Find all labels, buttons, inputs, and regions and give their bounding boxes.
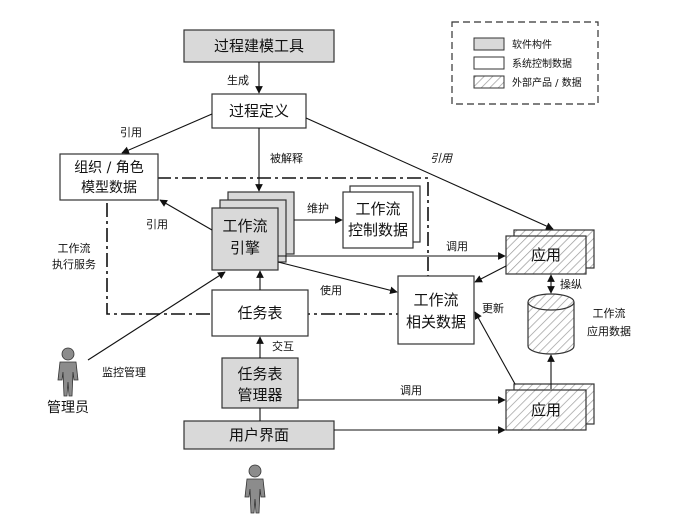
workflow-engine-label-line1: 工作流 (222, 217, 267, 235)
application-top: 应用 (505, 229, 595, 275)
edge-label-operate: 操纵 (560, 277, 582, 291)
edge-label-invoke-bottom: 调用 (400, 384, 422, 397)
app-top-label: 应用 (531, 246, 561, 264)
worklist-box (211, 289, 309, 337)
cylinder-body (527, 302, 575, 355)
app-bottom-box (505, 389, 587, 431)
legend-swatch-software (473, 37, 505, 51)
legend: 软件构件 系统控制数据 外部产品 / 数据 (451, 21, 599, 105)
modeling-tool-box (183, 29, 335, 63)
edge-reference-left (121, 113, 213, 154)
org-model-label-line2: 模型数据 (81, 180, 137, 196)
user-interface-box (183, 420, 335, 450)
legend-label-software: 软件构件 (512, 38, 552, 51)
application-data-cylinder (527, 293, 575, 355)
cylinder-top (527, 293, 575, 311)
org-model-box (59, 153, 159, 201)
edge-app-to-relevant (474, 265, 507, 283)
edge-label-reference-engine: 引用 (146, 217, 168, 231)
relevant-data-label-line2: 相关数据 (406, 313, 466, 331)
legend-label-control-data: 系统控制数据 (512, 57, 572, 70)
process-definition-label: 过程定义 (229, 102, 289, 120)
workflow-control-data: 工作流 控制数据 (342, 185, 421, 249)
modeling-tool-label: 过程建模工具 (214, 37, 304, 55)
edge-label-update: 更新 (482, 301, 504, 315)
edge-label-reference-left: 引用 (120, 125, 142, 139)
edge-update (474, 311, 516, 385)
legend-frame (451, 21, 599, 105)
admin-person-icon (57, 347, 79, 397)
edge-reference-engine (159, 199, 213, 231)
control-data-box (342, 191, 414, 249)
edge-label-interact: 交互 (272, 339, 294, 353)
edge-use (277, 261, 398, 295)
app-bottom-label: 应用 (531, 401, 561, 419)
relevant-data-box (397, 275, 475, 345)
workflow-engine-box (211, 207, 279, 271)
edge-reference-right (305, 117, 554, 230)
legend-label-external: 外部产品 / 数据 (512, 76, 582, 89)
app-top-box (505, 235, 587, 275)
edges (87, 62, 555, 434)
enactment-service-label-line1: 工作流 (58, 241, 91, 255)
app-data-label-line2: 应用数据 (587, 324, 631, 338)
edge-monitor (87, 271, 226, 361)
legend-swatch-control-data (473, 56, 505, 70)
edge-label-monitor: 监控管理 (102, 365, 146, 379)
user-person-icon (244, 464, 266, 514)
app-data-label-line1: 工作流 (593, 306, 626, 320)
worklist-handler-label-line1: 任务表 (237, 365, 282, 383)
worklist-label: 任务表 (237, 304, 282, 322)
edge-label-invoke-top: 调用 (446, 240, 468, 253)
edge-label-generate: 生成 (227, 73, 249, 87)
user-interface-label: 用户界面 (229, 426, 289, 444)
enactment-service-label-line2: 执行服务 (52, 257, 96, 271)
edge-label-interpreted: 被解释 (270, 151, 303, 165)
application-bottom: 应用 (505, 383, 595, 431)
admin-label: 管理员 (47, 400, 89, 416)
edge-label-maintain: 维护 (307, 201, 329, 215)
legend-swatch-external (473, 75, 505, 89)
org-model-label-line1: 组织 / 角色 (74, 159, 144, 176)
edge-label-reference-right: 引用 (430, 152, 453, 165)
control-data-label-line2: 控制数据 (348, 221, 408, 239)
control-data-label-line1: 工作流 (355, 200, 400, 218)
edge-label-use: 使用 (320, 284, 342, 297)
relevant-data-label-line1: 工作流 (413, 291, 458, 309)
workflow-engine: 工作流 引擎 (211, 191, 295, 271)
workflow-engine-label-line2: 引擎 (230, 239, 260, 257)
worklist-handler-label-line2: 管理器 (237, 386, 282, 404)
